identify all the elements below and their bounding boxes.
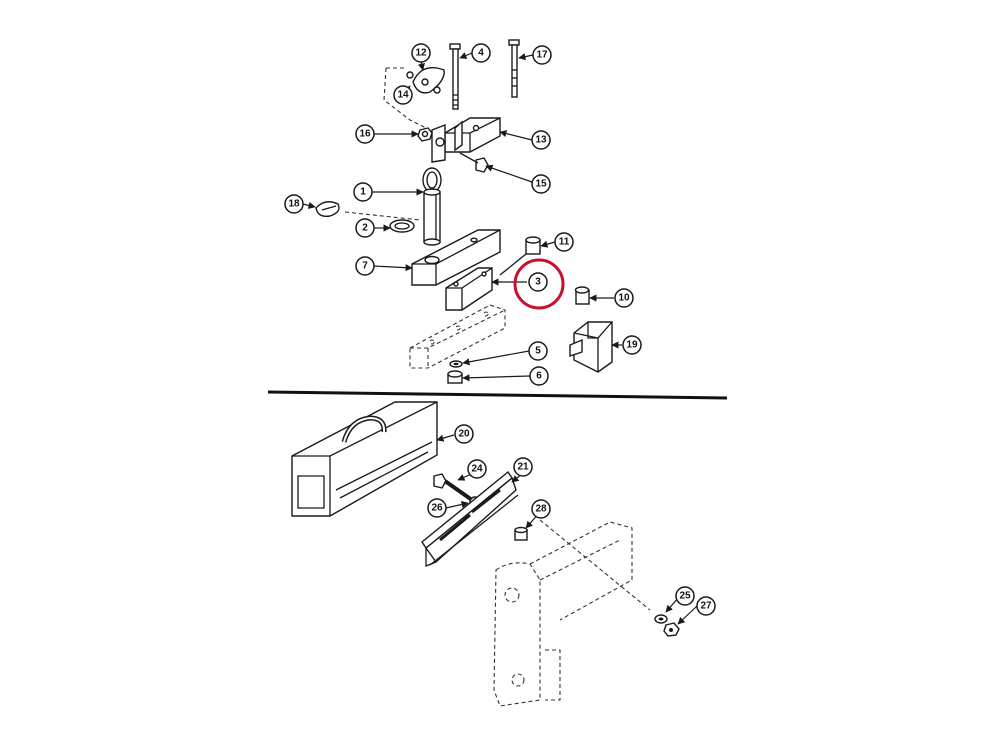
callout-25: 25 — [675, 586, 695, 606]
svg-text:3: 3 — [535, 277, 541, 288]
callout-17: 17 — [532, 45, 552, 65]
bolt-17 — [508, 39, 520, 98]
svg-text:21: 21 — [517, 462, 529, 473]
callout-10: 10 — [614, 288, 634, 308]
svg-text:6: 6 — [536, 371, 542, 382]
washer-25 — [654, 614, 668, 624]
callout-6: 6 — [529, 366, 549, 386]
latch-12 — [383, 67, 445, 131]
bolt-15 — [459, 152, 489, 173]
callout-5: 5 — [528, 341, 548, 361]
bushing-11 — [499, 236, 541, 276]
svg-text:24: 24 — [471, 464, 483, 475]
pin-1 — [422, 167, 442, 246]
bracket-13 — [431, 117, 501, 163]
bushing-10 — [574, 286, 590, 305]
svg-text:16: 16 — [359, 129, 371, 140]
bolt-24 — [433, 473, 474, 502]
callout-3: 3 — [528, 272, 548, 292]
callout-18: 18 — [284, 194, 304, 214]
callout-14: 14 — [393, 85, 413, 105]
svg-text:28: 28 — [535, 504, 547, 515]
highlight-ring-callout-3 — [513, 258, 565, 310]
svg-text:18: 18 — [288, 199, 300, 210]
bracket-19 — [569, 321, 613, 373]
callout-16: 16 — [355, 124, 375, 144]
callout-19: 19 — [622, 335, 642, 355]
callout-15: 15 — [531, 174, 551, 194]
svg-text:4: 4 — [478, 48, 484, 59]
callout-26: 26 — [427, 498, 447, 518]
callout-1: 1 — [353, 182, 373, 202]
bushing-28 — [514, 526, 528, 541]
frame-outline — [493, 519, 651, 707]
svg-text:19: 19 — [626, 340, 638, 351]
svg-text:13: 13 — [535, 135, 547, 146]
clip-18 — [315, 201, 421, 221]
callout-12: 12 — [411, 43, 431, 63]
callout-27: 27 — [696, 596, 716, 616]
svg-text:15: 15 — [535, 179, 547, 190]
callout-13: 13 — [531, 130, 551, 150]
callout-28: 28 — [531, 499, 551, 519]
callout-4: 4 — [471, 43, 491, 63]
svg-text:20: 20 — [458, 429, 470, 440]
svg-text:2: 2 — [362, 223, 368, 234]
svg-text:14: 14 — [397, 90, 409, 101]
ring-2 — [389, 219, 415, 233]
svg-text:7: 7 — [362, 261, 368, 272]
section-divider — [267, 390, 728, 400]
svg-text:27: 27 — [700, 601, 712, 612]
svg-text:26: 26 — [431, 503, 443, 514]
nut-27 — [663, 622, 680, 637]
svg-text:25: 25 — [679, 591, 691, 602]
nut-6 — [447, 370, 463, 384]
svg-text:17: 17 — [536, 50, 548, 61]
svg-text:12: 12 — [415, 48, 427, 59]
mounting-block-outline — [409, 304, 506, 369]
callout-11: 11 — [554, 232, 574, 252]
callout-2: 2 — [355, 218, 375, 238]
callout-24: 24 — [467, 459, 487, 479]
svg-text:10: 10 — [618, 293, 630, 304]
callout-21: 21 — [513, 457, 533, 477]
block-3 — [445, 267, 493, 311]
bolt-4 — [449, 43, 461, 110]
plate-7 — [411, 229, 501, 286]
washer-5 — [449, 360, 463, 368]
svg-text:1: 1 — [360, 187, 366, 198]
svg-text:11: 11 — [559, 237, 570, 248]
svg-text:5: 5 — [535, 346, 541, 357]
callout-7: 7 — [355, 256, 375, 276]
callout-20: 20 — [454, 424, 474, 444]
nut-16 — [417, 127, 433, 142]
toolbox-20 — [291, 401, 438, 517]
